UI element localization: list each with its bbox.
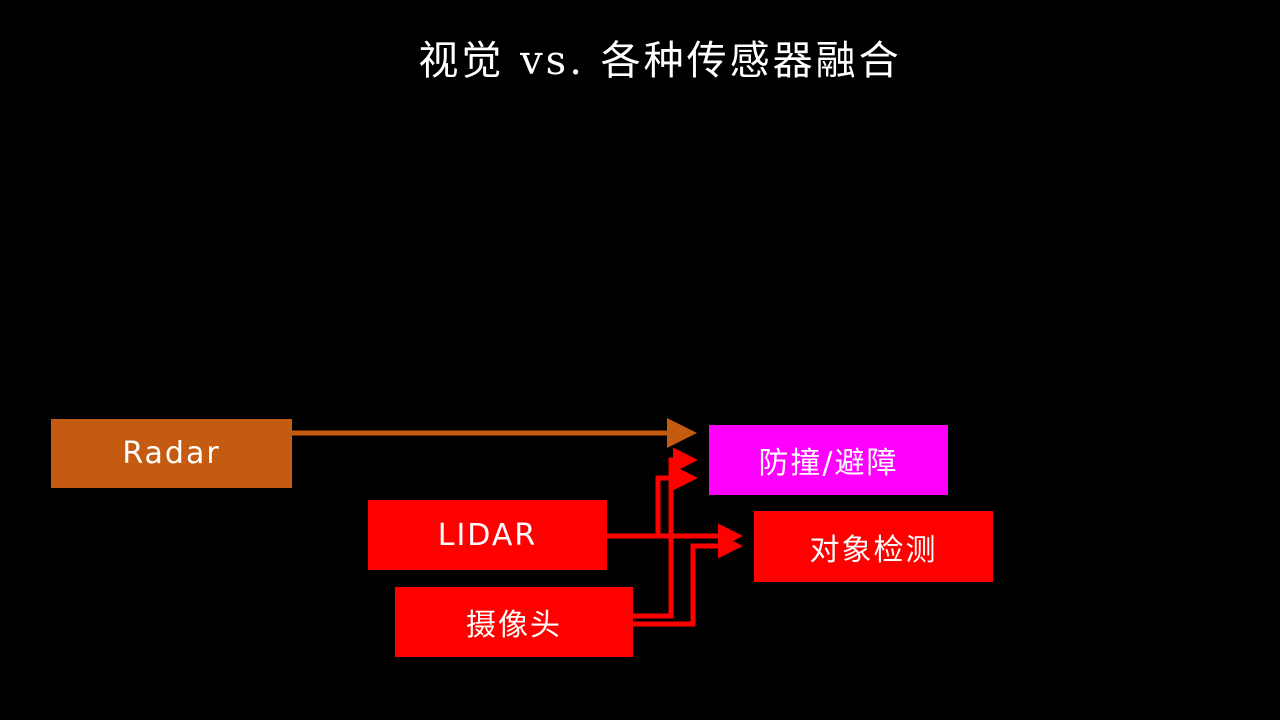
node-object-detection: 对象检测 <box>754 511 993 582</box>
slide-title: 视觉 vs. 各种传感器融合 <box>418 38 902 84</box>
node-radar: Radar <box>51 419 292 488</box>
node-collision-avoidance: 防撞/避障 <box>709 425 948 495</box>
node-camera: 摄像头 <box>395 587 633 657</box>
edge-lidar-to-avoidance <box>607 465 698 539</box>
node-lidar: LIDAR <box>368 500 607 570</box>
edge-camera-to-detection <box>633 533 743 627</box>
edge-camera-to-avoidance <box>633 447 698 619</box>
